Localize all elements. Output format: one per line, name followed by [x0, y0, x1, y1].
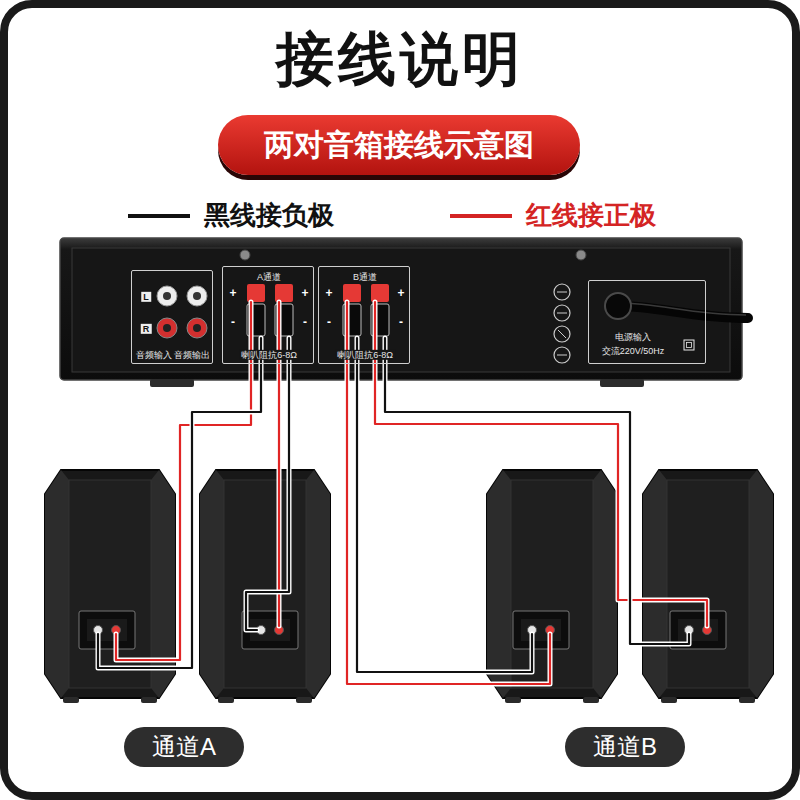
speaker-cabinet — [200, 470, 330, 703]
title-banner: 两对音箱接线示意图 — [218, 115, 580, 175]
double-insulation-symbol — [684, 340, 694, 350]
back-panel — [69, 480, 151, 688]
port-label: 音频输出 — [174, 350, 210, 360]
cabinet-side — [593, 470, 617, 698]
channel-badge: 通道B — [565, 727, 685, 767]
terminal-clip-red — [343, 284, 361, 302]
terminal-clip-red — [371, 284, 389, 302]
amplifier-foot — [600, 379, 644, 387]
cabinet-side — [151, 470, 175, 698]
cabinet-foot — [739, 697, 755, 703]
legend-text: 红线接正极 — [526, 200, 656, 231]
certification-mark — [557, 292, 567, 355]
polarity-mark: + — [325, 287, 332, 301]
power-plug — [605, 293, 631, 319]
wire-casing — [98, 338, 261, 668]
outer-frame — [4, 4, 796, 796]
impedance-label: 喇叭阻抗6-8Ω — [239, 350, 299, 360]
port-label: 音频输入 — [136, 350, 172, 360]
cabinet-side — [200, 470, 224, 698]
rca-jack-core — [163, 292, 171, 300]
wire-negative — [246, 338, 289, 630]
screw — [240, 250, 250, 260]
back-panel — [224, 480, 306, 688]
rca-jack-red — [187, 318, 207, 338]
power-rating: 交流220V/50Hz — [602, 346, 665, 356]
polarity-mark: - — [231, 316, 235, 330]
impedance-label: 喇叭阻抗6-8Ω — [335, 350, 395, 360]
speaker-cabinet — [643, 470, 773, 703]
cabinet-shell — [643, 470, 773, 698]
wire-casing — [375, 302, 707, 626]
polarity-mark: - — [303, 316, 307, 330]
terminal-plate-inner — [87, 619, 127, 641]
double-insulation-symbol — [687, 343, 692, 348]
cabinet-foot — [583, 697, 599, 703]
cabinet-foot — [141, 697, 157, 703]
polarity-mark: - — [399, 316, 403, 330]
audio-io-panel: L R 音频输入音频输出 — [131, 270, 213, 364]
terminal-plate — [513, 611, 569, 649]
polarity-mark: + — [229, 287, 236, 301]
polarity-mark: - — [327, 316, 331, 330]
rca-jack-red — [157, 318, 177, 338]
wire-positive — [116, 302, 251, 660]
cabinet-foot — [63, 697, 79, 703]
terminal-clip-red — [275, 284, 293, 302]
channel-label: A通道 — [257, 272, 281, 282]
terminal-clip-red — [247, 284, 265, 302]
power-cable-highlight — [618, 303, 746, 315]
cabinet-shell — [45, 470, 175, 698]
channel-badge: 通道A — [124, 727, 244, 767]
cabinet-side — [749, 470, 773, 698]
wire-positive — [375, 302, 707, 626]
cabinet-side — [643, 470, 667, 698]
channel-label: B通道 — [353, 272, 377, 282]
legend-text: 黑线接负极 — [204, 200, 334, 231]
wire-casing — [116, 302, 251, 660]
power-label: 电源输入 — [615, 332, 651, 342]
rca-jack-white — [157, 286, 177, 306]
node-text: 通道A — [152, 733, 216, 761]
cabinet-side — [45, 470, 69, 698]
wire-casing — [385, 338, 689, 644]
terminal-plate-inner — [678, 619, 718, 641]
node-text: 两对音箱接线示意图 — [264, 128, 534, 163]
rca-jack-core — [163, 324, 171, 332]
wire-negative — [98, 338, 261, 668]
rca-jack-white — [187, 286, 207, 306]
speaker-terminal-panel: A通道 + - + - 喇叭阻抗6-8Ω — [222, 266, 314, 364]
cabinet-shell — [200, 470, 330, 698]
back-panel — [667, 480, 749, 688]
rca-jack-core — [193, 324, 201, 332]
cabinet-foot — [505, 697, 521, 703]
speaker-terminal-panel: B通道 + - + - 喇叭阻抗6-8Ω — [318, 266, 410, 364]
screw — [576, 250, 586, 260]
terminal-plate-inner — [521, 619, 561, 641]
power-input-panel: 电源输入交流220V/50Hz — [588, 280, 706, 364]
amplifier-panel — [72, 248, 730, 372]
cabinet-side — [306, 470, 330, 698]
node-text: 通道B — [593, 733, 657, 761]
channel-tag: L — [141, 292, 151, 302]
rca-jack-core — [193, 292, 201, 300]
page-title: 接线说明 — [0, 24, 800, 94]
wire-negative — [385, 338, 689, 644]
cabinet-foot — [296, 697, 312, 703]
amplifier-foot — [150, 379, 194, 387]
cabinet-foot — [218, 697, 234, 703]
cabinet-foot — [661, 697, 677, 703]
cabinet-side — [487, 470, 511, 698]
polarity-mark: + — [397, 287, 404, 301]
polarity-mark: + — [301, 287, 308, 301]
terminal-plate — [79, 611, 135, 649]
wire-casing — [246, 338, 289, 630]
power-cable — [618, 306, 748, 318]
channel-tag: R — [141, 324, 152, 334]
speaker-wires — [98, 302, 707, 684]
legend-swatch — [450, 214, 512, 218]
legend-swatch — [128, 214, 190, 218]
